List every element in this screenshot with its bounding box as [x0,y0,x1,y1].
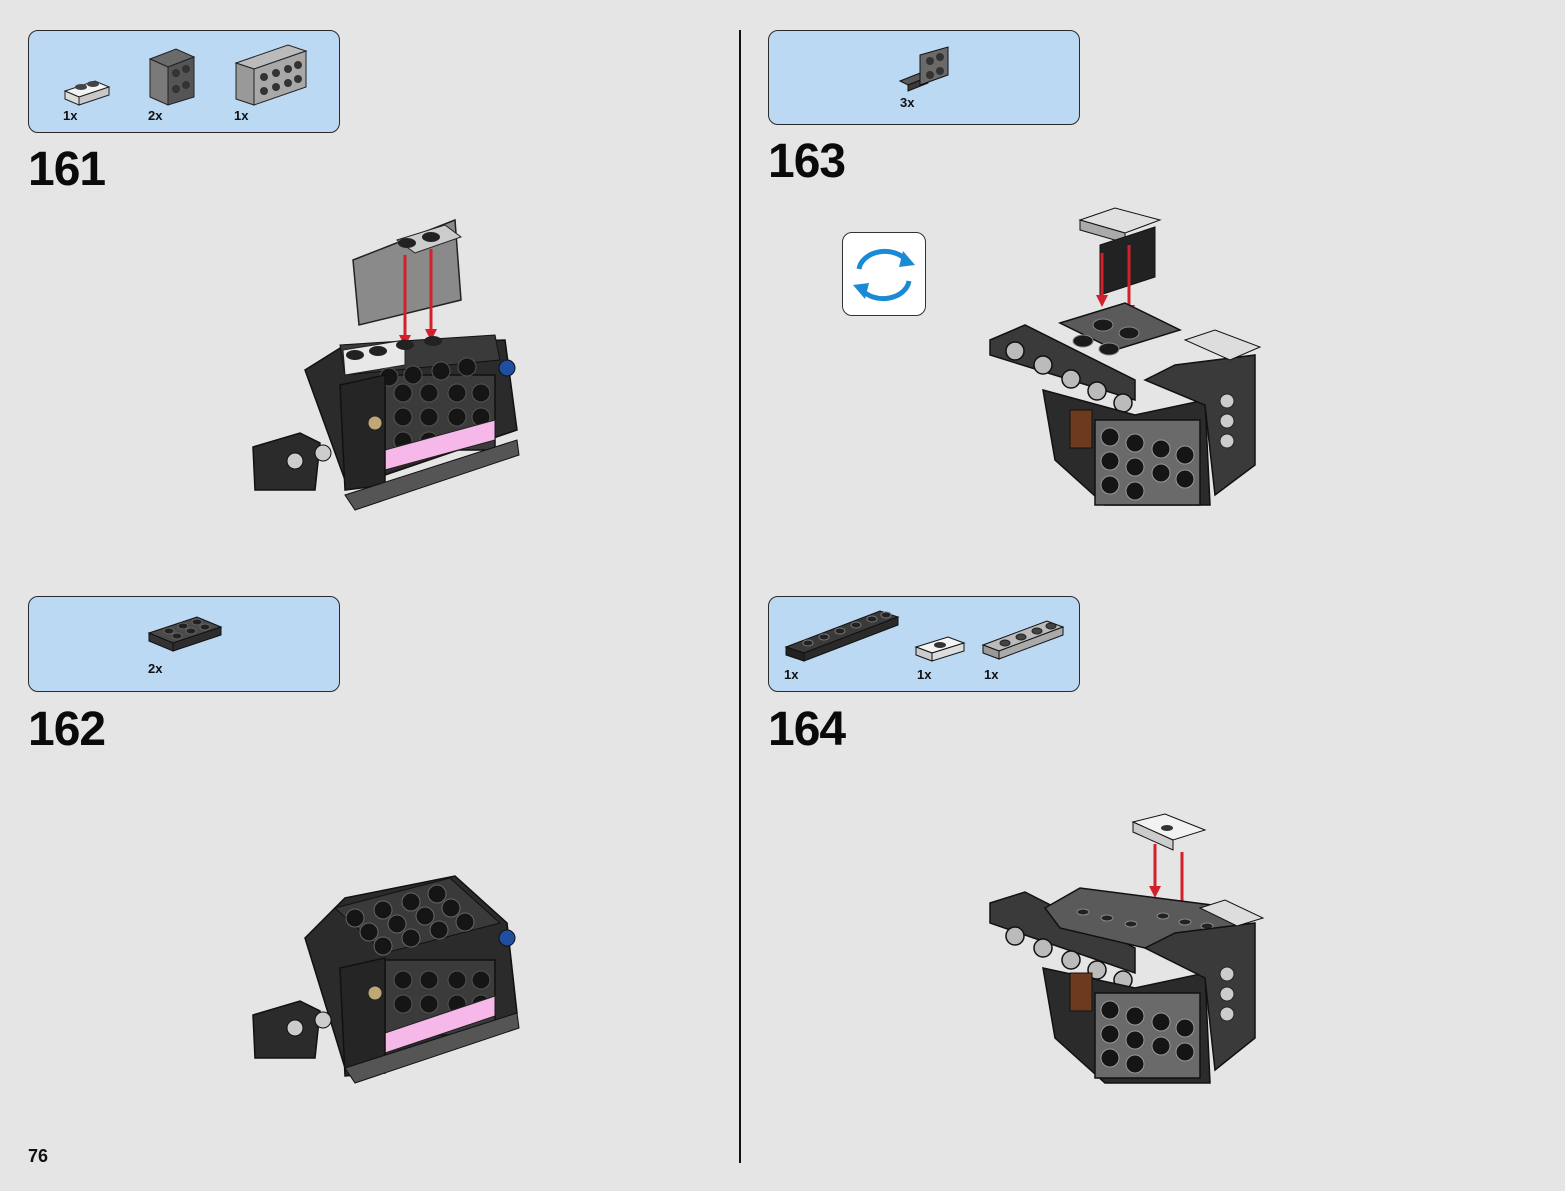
gray-bracket-2x4-icon [234,44,308,106]
part-qty: 1x [984,667,999,682]
parts-list-step-161: 1x 2x 1x [28,30,340,133]
model-step-161-illustration [252,218,520,511]
page-number: 76 [28,1146,49,1166]
part-qty: 1x [63,108,78,123]
step-number: 163 [768,135,846,188]
part-qty: 1x [234,108,249,123]
part-qty: 2x [148,108,163,123]
step-number: 161 [28,143,106,196]
model-step-163-illustration [989,207,1262,506]
page-divider [739,30,741,1163]
rotate-model-icon [842,232,926,316]
parts-list-step-162: 2x [28,596,340,692]
white-jumper-plate-icon [914,636,966,662]
model-step-164-illustration [989,813,1265,1084]
step-number: 162 [28,703,106,756]
dark-bracket-2x2-icon [148,48,196,106]
gray-plate-1x4-icon [981,620,1065,660]
dark-bracket-2x2-icon [898,46,949,92]
dark-plate-2x3-icon [147,616,223,652]
part-qty: 3x [900,95,915,110]
parts-list-step-163: 3x [768,30,1080,125]
parts-list-step-164: 1x 1x 1x [768,596,1080,692]
black-plate-1x6-icon [784,610,900,662]
model-step-162-illustration [252,875,520,1084]
part-qty: 1x [917,667,932,682]
step-number: 164 [768,703,846,756]
white-plate-1x2-icon [63,80,111,106]
part-qty: 2x [148,661,163,676]
part-qty: 1x [784,667,799,682]
